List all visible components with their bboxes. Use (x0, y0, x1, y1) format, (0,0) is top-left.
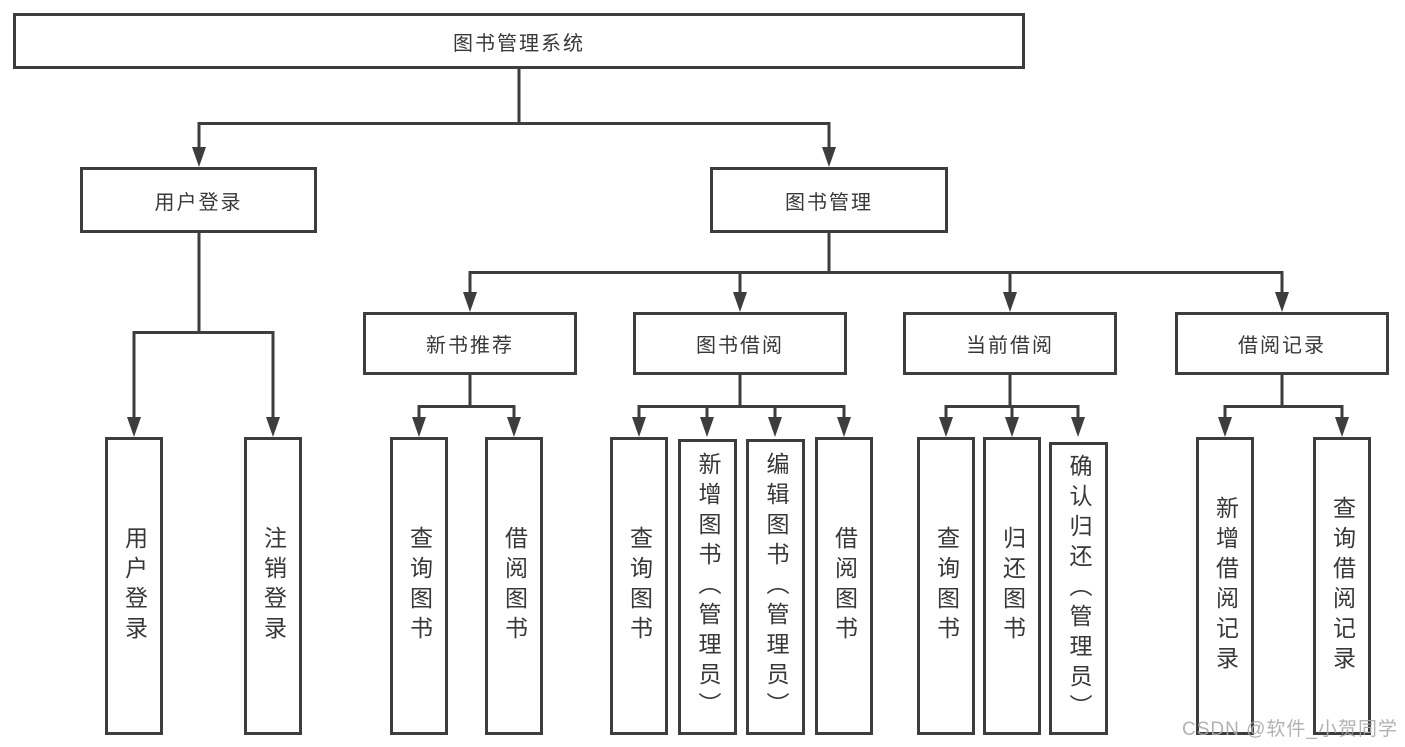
connector-root-to-level2 (197, 68, 831, 149)
arrowhead-icon (266, 417, 280, 437)
node-new-book-recommend: 新书推荐 (363, 312, 577, 375)
arrowhead-icon (1335, 417, 1349, 437)
node-root: 图书管理系统 (13, 13, 1025, 69)
node-book-management: 图书管理 (710, 167, 948, 233)
arrowhead-icon (700, 417, 714, 437)
node-book-borrow: 图书借阅 (633, 312, 847, 375)
arrowhead-icon (822, 147, 836, 167)
connector-new-book-group (417, 375, 516, 419)
node-borrow-records: 借阅记录 (1175, 312, 1389, 375)
connector-book-borrow-group (637, 375, 846, 419)
node-leaf-borrow-books-1: 借阅图书 (485, 437, 543, 735)
arrowhead-icon (1071, 417, 1085, 437)
arrowhead-icon (1275, 292, 1289, 312)
watermark: CSDN @软件_小贺同学 (1182, 719, 1398, 740)
node-leaf-user-login: 用户登录 (105, 437, 163, 735)
node-leaf-query-books-3: 查询图书 (917, 437, 975, 735)
node-leaf-query-books-2: 查询图书 (610, 437, 668, 735)
arrowhead-icon (127, 417, 141, 437)
arrowhead-icon (507, 417, 521, 437)
node-leaf-add-borrow-record: 新增借阅记录 (1196, 437, 1254, 735)
arrowhead-icon (632, 417, 646, 437)
node-leaf-confirm-return-admin: 确认归还（管理员） (1049, 442, 1108, 735)
node-leaf-query-borrow-record: 查询借阅记录 (1313, 437, 1371, 735)
arrowhead-icon (1218, 417, 1232, 437)
arrowhead-icon (837, 417, 851, 437)
arrowhead-icon (463, 292, 477, 312)
connector-lines (132, 68, 1344, 419)
arrowhead-icon (412, 417, 426, 437)
node-leaf-logout: 注销登录 (244, 437, 302, 735)
arrowhead-icon (768, 417, 782, 437)
node-leaf-borrow-books-2: 借阅图书 (815, 437, 873, 735)
arrowhead-icon (192, 147, 206, 167)
connector-current-borrow-group (944, 375, 1080, 419)
arrowhead-icon (1003, 292, 1017, 312)
connector-book-management-subtree (468, 233, 1284, 294)
node-leaf-edit-book-admin: 编辑图书（管理员） (746, 439, 805, 735)
node-user-login: 用户登录 (80, 167, 317, 233)
node-leaf-add-book-admin: 新增图书（管理员） (678, 439, 737, 735)
arrowhead-icon (1005, 417, 1019, 437)
node-leaf-return-books: 归还图书 (983, 437, 1041, 735)
node-current-borrow: 当前借阅 (903, 312, 1117, 375)
node-leaf-query-books-1: 查询图书 (390, 437, 448, 735)
arrowhead-icon (733, 292, 747, 312)
connector-borrow-records-group (1223, 375, 1344, 419)
arrowheads (127, 147, 1349, 437)
connector-user-login-subtree (132, 233, 275, 419)
arrowhead-icon (939, 417, 953, 437)
